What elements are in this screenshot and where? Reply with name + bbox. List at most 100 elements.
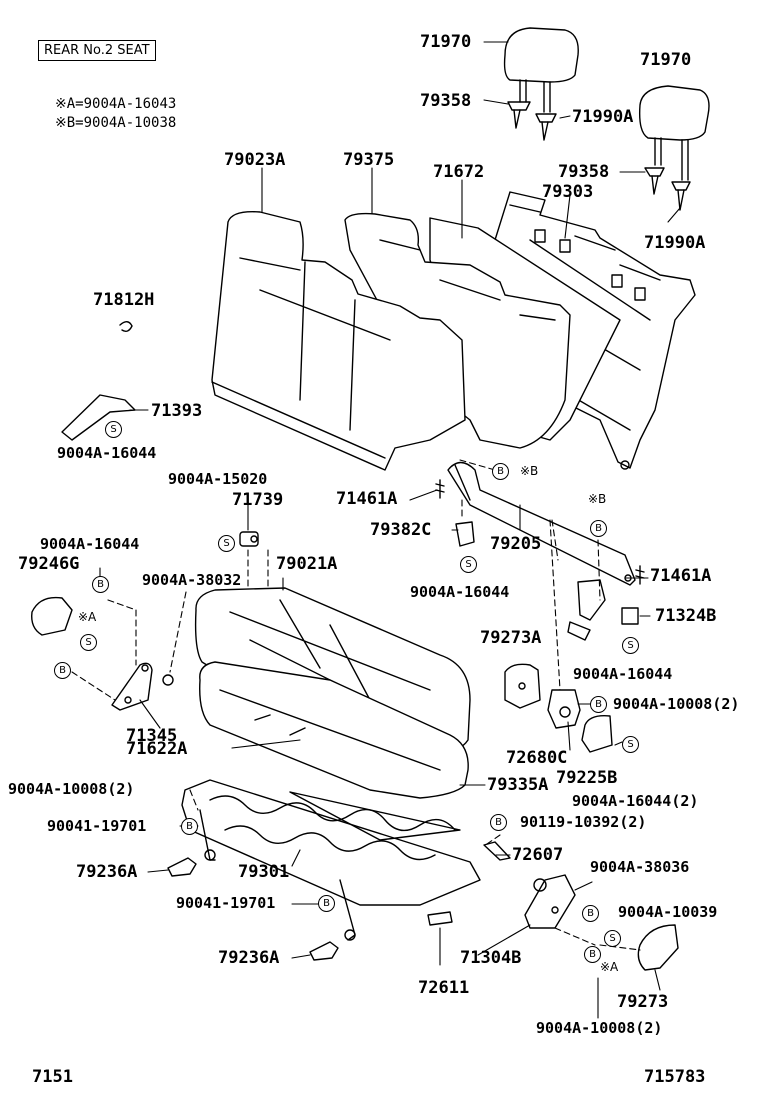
part-71304b[interactable]: 71304B: [460, 948, 522, 968]
spacer-71739: [239, 531, 259, 547]
marker-b: B: [492, 463, 509, 480]
marker-b: B: [490, 814, 507, 831]
hinge-cover-left: [31, 596, 73, 636]
part-9004a-10008-2-right[interactable]: 9004A-10008(2): [613, 695, 740, 713]
footer-left-code: 7151: [32, 1067, 73, 1087]
part-79205[interactable]: 79205: [490, 534, 542, 554]
lock-72680c: [547, 689, 581, 729]
part-79273a[interactable]: 79273A: [480, 628, 542, 648]
seatback-cover-right: [344, 212, 571, 449]
marker-b: B: [584, 946, 601, 963]
part-9004a-16044-c[interactable]: 9004A-16044: [40, 535, 140, 553]
marker-s: S: [460, 556, 477, 573]
part-71970-left[interactable]: 71970: [420, 32, 472, 52]
part-79303[interactable]: 79303: [542, 182, 594, 202]
note-star-a: ※A=9004A-16043: [55, 96, 177, 112]
bracket-71304b: [524, 874, 576, 929]
headrest-left: [503, 27, 579, 113]
part-79358-left[interactable]: 79358: [420, 91, 472, 111]
part-79236a-lower[interactable]: 79236A: [218, 948, 280, 968]
part-79335a[interactable]: 79335A: [487, 775, 549, 795]
marker-s: S: [80, 634, 97, 651]
part-9004a-15020[interactable]: 9004A-15020: [168, 470, 268, 488]
part-79225b[interactable]: 79225B: [556, 768, 618, 788]
belt-guide: [567, 579, 606, 641]
part-79273[interactable]: 79273: [617, 992, 669, 1012]
marker-s: S: [105, 421, 122, 438]
part-71622a[interactable]: 71622A: [126, 739, 188, 759]
marker-b: B: [181, 818, 198, 835]
part-9004a-10008-2-left[interactable]: 9004A-10008(2): [8, 780, 135, 798]
part-9004a-38032[interactable]: 9004A-38032: [142, 571, 242, 589]
seat-cushion-frame: [181, 779, 481, 941]
part-9004a-38036[interactable]: 9004A-38036: [590, 858, 690, 876]
part-79021a[interactable]: 79021A: [276, 554, 338, 574]
bracket-71393: [61, 394, 136, 441]
spring-right: [635, 565, 645, 585]
marker-star-a: ※A: [78, 610, 97, 624]
part-79375[interactable]: 79375: [343, 150, 395, 170]
clip-79382c: [455, 521, 475, 547]
part-71970-right[interactable]: 71970: [640, 50, 692, 70]
dashed-guides: [71, 459, 641, 951]
marker-s: S: [622, 736, 639, 753]
part-71393[interactable]: 71393: [151, 401, 203, 421]
headrest-support-l1: [507, 101, 531, 129]
headrest-support-l2: [535, 113, 557, 141]
cover-79273a: [504, 663, 541, 709]
part-79023a[interactable]: 79023A: [224, 150, 286, 170]
footer-right-code: 715783: [644, 1067, 706, 1087]
section-label: REAR No.2 SEAT: [38, 40, 156, 61]
marker-b: B: [92, 576, 109, 593]
cover-79273: [637, 924, 679, 971]
part-72680c[interactable]: 72680C: [506, 748, 568, 768]
part-90041-19701-b[interactable]: 90041-19701: [176, 894, 276, 912]
part-9004a-16044-b[interactable]: 9004A-16044: [410, 583, 510, 601]
part-9004a-10039[interactable]: 9004A-10039: [618, 903, 718, 921]
part-72611[interactable]: 72611: [418, 978, 470, 998]
part-79246g[interactable]: 79246G: [18, 554, 80, 574]
part-71324b[interactable]: 71324B: [655, 606, 717, 626]
part-71812h[interactable]: 71812H: [93, 290, 155, 310]
bolt-small: [162, 674, 174, 686]
part-79358-right[interactable]: 79358: [558, 162, 610, 182]
part-79301[interactable]: 79301: [238, 862, 290, 882]
part-72607[interactable]: 72607: [512, 845, 564, 865]
part-9004a-10008-2-bottom[interactable]: 9004A-10008(2): [536, 1019, 663, 1037]
part-71461a-right[interactable]: 71461A: [650, 566, 712, 586]
marker-s: S: [218, 535, 235, 552]
stopper-79236a-lower: [309, 941, 339, 961]
seat-cushion-pad: [199, 661, 469, 799]
part-71739[interactable]: 71739: [232, 490, 284, 510]
part-9004a-16044-a[interactable]: 9004A-16044: [57, 444, 157, 462]
marker-b: B: [54, 662, 71, 679]
spring-left: [435, 479, 445, 499]
bracket-72607: [483, 841, 511, 861]
note-star-b: ※B=9004A-10038: [55, 115, 177, 131]
part-71990a-left[interactable]: 71990A: [572, 107, 634, 127]
plate-72611: [427, 911, 453, 926]
marker-star-b: ※B: [520, 464, 539, 478]
marker-star-b: ※B: [588, 492, 607, 506]
headrest-support-r1: [644, 167, 665, 195]
part-71672[interactable]: 71672: [433, 162, 485, 182]
seatback-cover-left: [211, 211, 466, 471]
part-90041-19701-a[interactable]: 90041-19701: [47, 817, 147, 835]
part-90119-10392[interactable]: 90119-10392(2): [520, 813, 647, 831]
part-9004a-16044-2[interactable]: 9004A-16044(2): [572, 792, 699, 810]
part-9004a-16044-d[interactable]: 9004A-16044: [573, 665, 673, 683]
part-71990a-right[interactable]: 71990A: [644, 233, 706, 253]
hinge-bracket: [111, 662, 153, 711]
marker-b: B: [590, 696, 607, 713]
stopper-79236a-upper: [167, 857, 197, 877]
part-79382c[interactable]: 79382C: [370, 520, 432, 540]
striker-71324b: [621, 607, 639, 625]
marker-b: B: [590, 520, 607, 537]
seat-trim: [289, 791, 461, 841]
part-71461a-left[interactable]: 71461A: [336, 489, 398, 509]
part-71345[interactable]: 71345: [126, 726, 178, 746]
clip-71812h: [119, 321, 133, 333]
part-79236a-upper[interactable]: 79236A: [76, 862, 138, 882]
